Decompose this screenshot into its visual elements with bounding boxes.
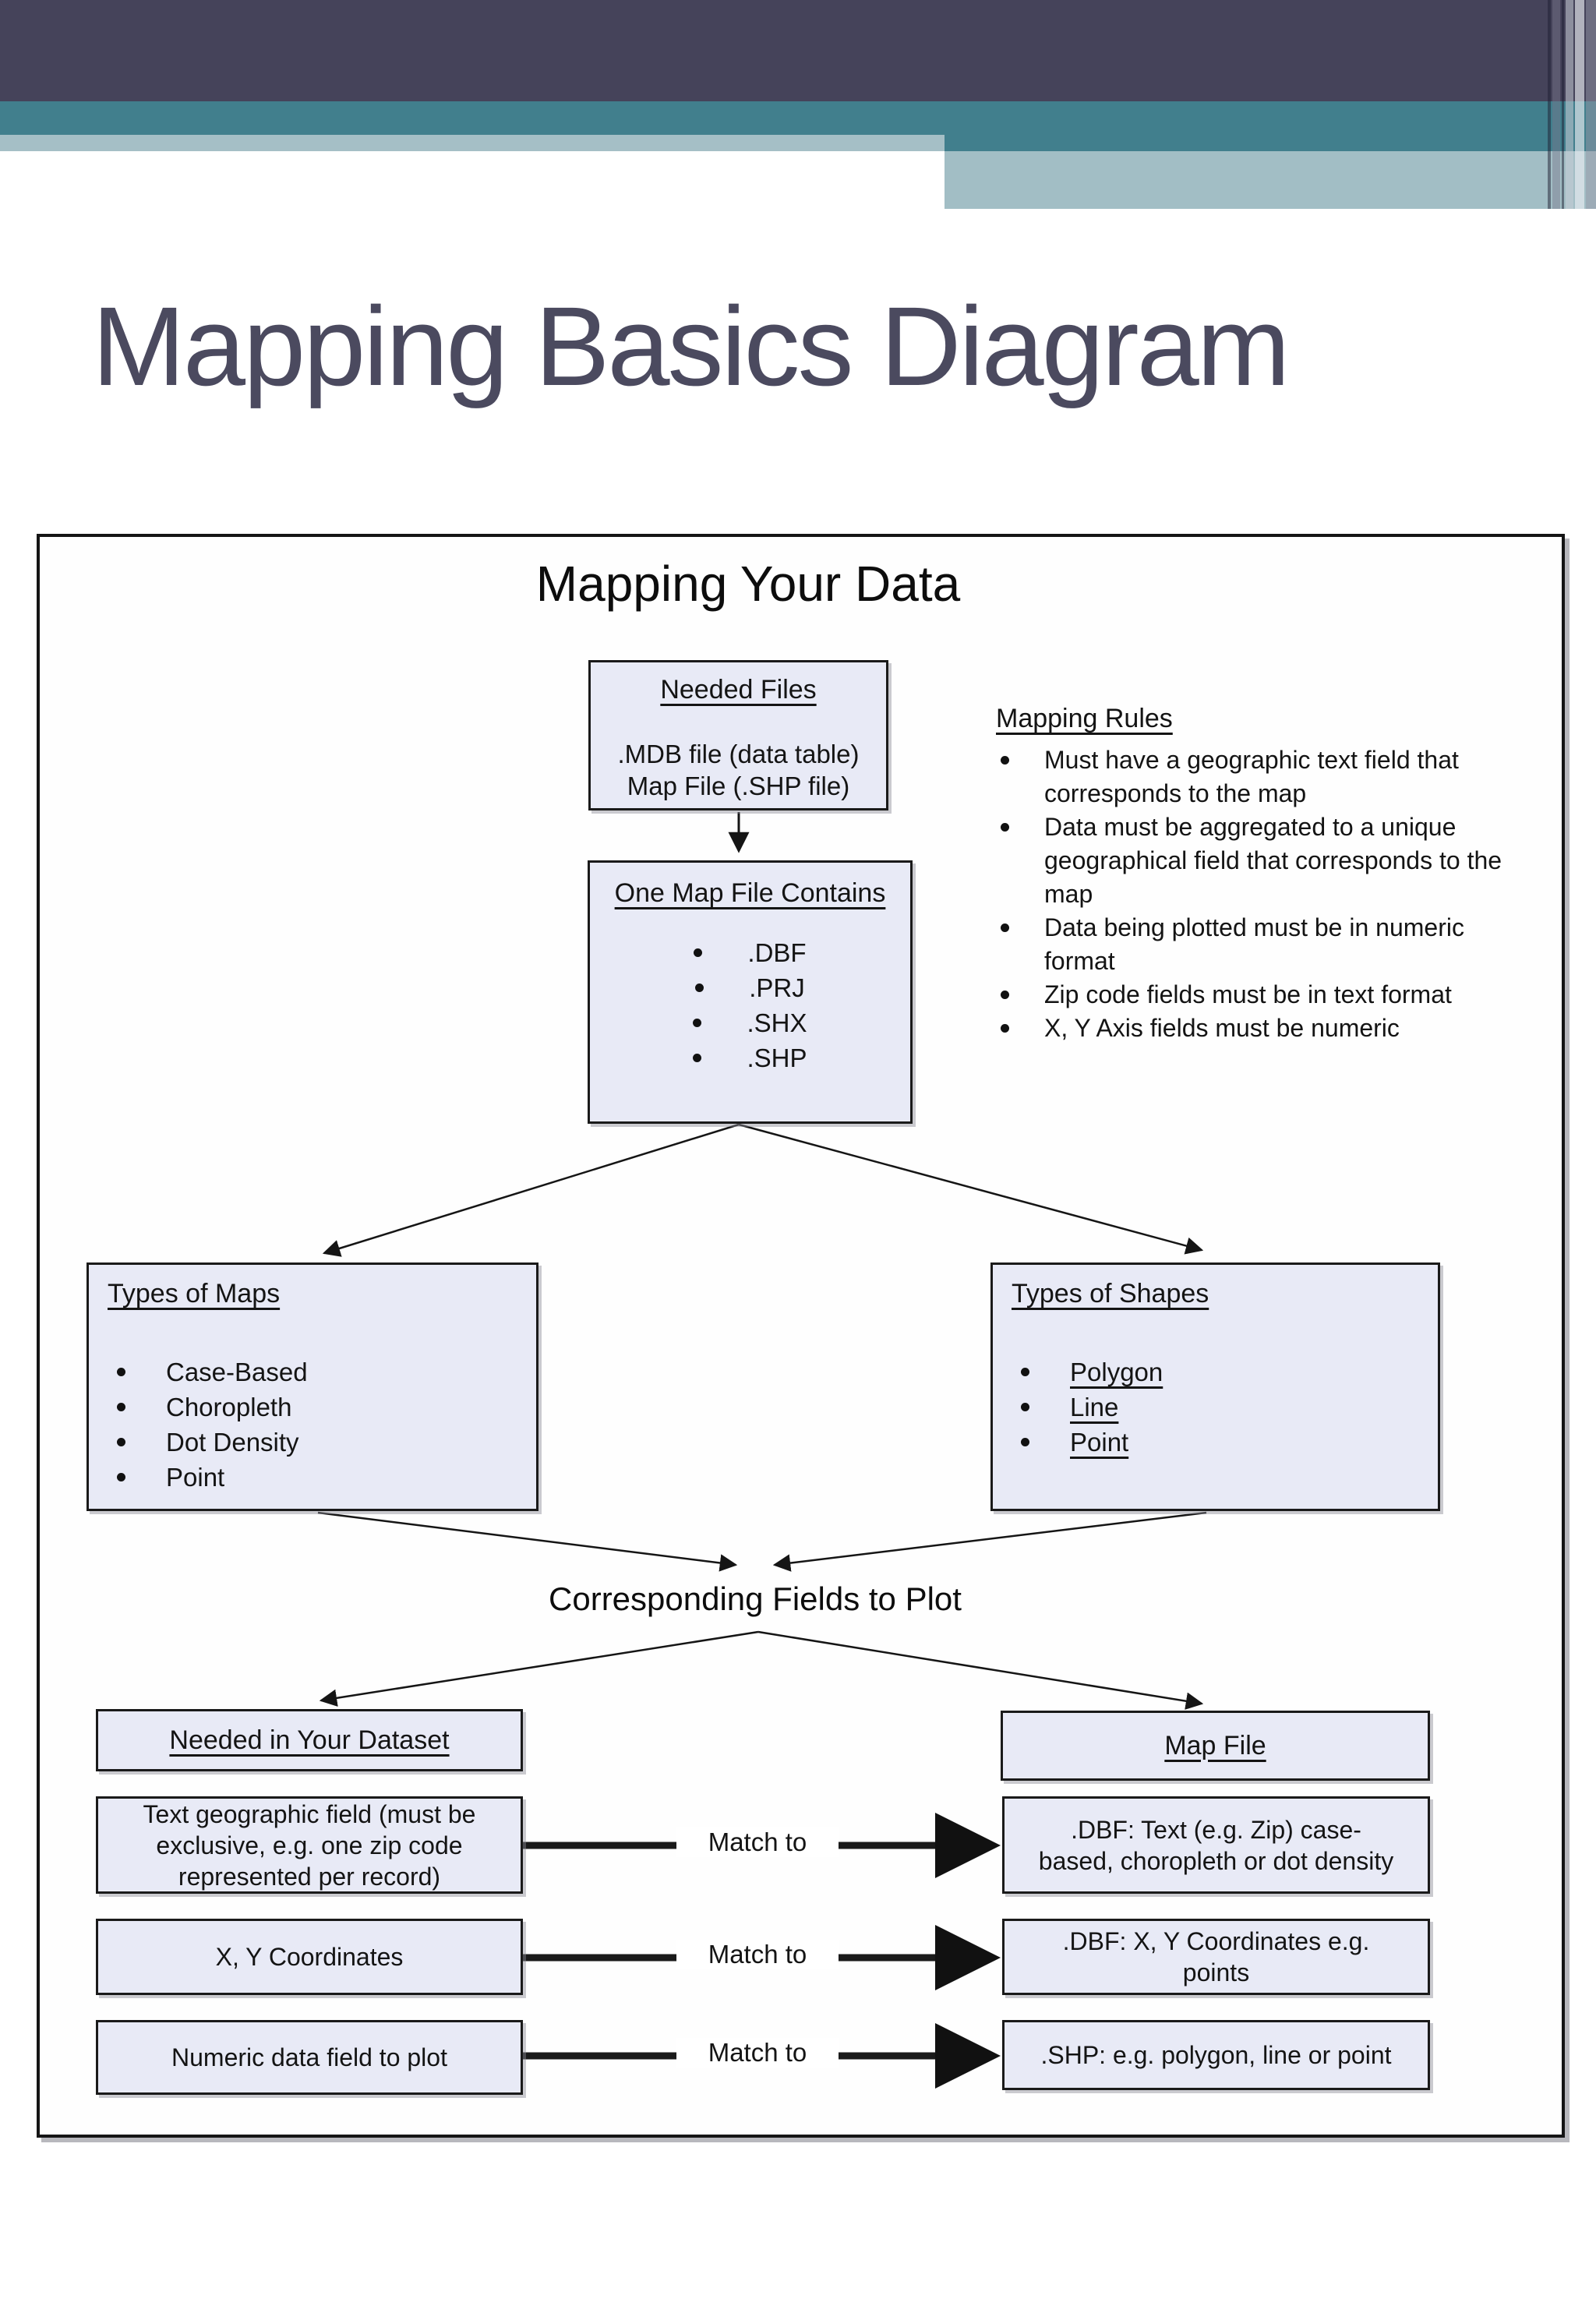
one-map-file-list: .DBF .PRJ .SHX .SHP [693, 935, 807, 1075]
types-of-maps-box: Types of Maps Case-Based Choropleth Dot … [87, 1262, 538, 1511]
list-item: Choropleth [108, 1390, 536, 1425]
list-item: Line [1012, 1390, 1438, 1425]
list-item-label: .DBF [747, 938, 807, 967]
list-item: Polygon [1012, 1354, 1438, 1390]
types-of-maps-list: Case-Based Choropleth Dot Density Point [108, 1354, 536, 1495]
bullet-icon [693, 1019, 702, 1027]
mapfile-header-label: Map File [1164, 1730, 1266, 1760]
list-item: .SHP [693, 1040, 807, 1075]
match-to-label: Match to [676, 2038, 839, 2068]
list-item-label: .PRJ [749, 973, 805, 1002]
rule-text: Data must be aggregated to a unique geog… [1044, 813, 1502, 908]
corner-stripe [1586, 0, 1596, 209]
header-band-light-right [945, 151, 1596, 209]
dataset-header-box: Needed in Your Dataset [96, 1709, 523, 1771]
rule-text: Zip code fields must be in text format [1044, 980, 1452, 1008]
needed-files-text: .MDB file (data table) Map File (.SHP fi… [617, 740, 860, 800]
mapping-rules-heading: Mapping Rules [996, 704, 1173, 733]
corner-stripe [1566, 0, 1573, 209]
header-band-light-left [0, 135, 945, 151]
bullet-icon [1021, 1403, 1029, 1411]
bullet-icon [117, 1403, 125, 1411]
corresponding-fields-label: Corresponding Fields to Plot [549, 1580, 962, 1617]
bullet-icon [695, 983, 704, 992]
header-band-dark [0, 0, 1596, 101]
bullet-icon [1001, 823, 1009, 832]
bullet-icon [1001, 991, 1009, 999]
diagram-title: Mapping Your Data [535, 556, 961, 612]
bullet-icon [117, 1368, 125, 1376]
bullet-icon [693, 1054, 702, 1062]
one-map-file-heading: One Map File Contains [614, 878, 886, 908]
match-to-label: Match to [676, 1827, 839, 1857]
dataset-header-label: Needed in Your Dataset [169, 1725, 450, 1755]
list-item-label: Point [166, 1463, 225, 1492]
corner-stripe [1575, 0, 1584, 209]
dataset-row-3: Numeric data field to plot [96, 2020, 523, 2095]
list-item-label: Case-Based [166, 1358, 308, 1386]
mapfile-row-1: .DBF: Text (e.g. Zip) case- based, choro… [1002, 1796, 1430, 1894]
bullet-icon [1021, 1438, 1029, 1446]
rule-text: Must have a geographic text field that c… [1044, 746, 1459, 807]
rule-text: Data being plotted must be in numeric fo… [1044, 913, 1464, 975]
dataset-row-1: Text geographic field (must be exclusive… [96, 1796, 523, 1894]
list-item: Zip code fields must be in text format [996, 978, 1560, 1012]
types-of-shapes-box: Types of Shapes Polygon Line Point [990, 1262, 1440, 1511]
bullet-icon [1001, 923, 1009, 932]
list-item-label: Choropleth [166, 1393, 292, 1421]
mapfile-row-3: .SHP: e.g. polygon, line or point [1002, 2020, 1430, 2090]
dataset-row-2: X, Y Coordinates [96, 1919, 523, 1995]
bullet-icon [694, 948, 703, 957]
one-map-file-box: One Map File Contains .DBF .PRJ .SHX .SH… [588, 860, 913, 1124]
types-of-shapes-list: Polygon Line Point [1012, 1354, 1438, 1460]
list-item-label: Line [1070, 1393, 1119, 1421]
list-item: Point [108, 1460, 536, 1495]
list-item-label: .SHP [747, 1044, 807, 1072]
mapping-rules-block: Mapping Rules Must have a geographic tex… [996, 704, 1560, 1045]
corner-stripe [1552, 0, 1560, 209]
needed-files-heading: Needed Files [660, 675, 817, 705]
bullet-icon [1021, 1368, 1029, 1376]
mapfile-row-2: .DBF: X, Y Coordinates e.g. points [1002, 1919, 1430, 1995]
list-item: Must have a geographic text field that c… [996, 743, 1560, 810]
mapping-rules-list: Must have a geographic text field that c… [996, 743, 1560, 1045]
slide-title: Mapping Basics Diagram [92, 284, 1291, 409]
bullet-icon [117, 1438, 125, 1446]
list-item: Data being plotted must be in numeric fo… [996, 911, 1560, 978]
list-item: .PRJ [693, 970, 807, 1005]
match-to-label: Match to [676, 1940, 839, 1969]
list-item: Dot Density [108, 1425, 536, 1460]
bullet-icon [117, 1473, 125, 1481]
needed-files-box: Needed Files .MDB file (data table) Map … [588, 660, 888, 810]
corner-stripe [1548, 0, 1551, 209]
list-item: .DBF [693, 935, 807, 970]
bullet-icon [1001, 756, 1009, 765]
list-item-label: Point [1070, 1428, 1129, 1457]
list-item: Data must be aggregated to a unique geog… [996, 810, 1560, 911]
mapfile-header-box: Map File [1001, 1711, 1430, 1781]
bullet-icon [1001, 1024, 1009, 1033]
list-item-label: Polygon [1070, 1358, 1163, 1386]
list-item: .SHX [693, 1005, 807, 1040]
rule-text: X, Y Axis fields must be numeric [1044, 1014, 1400, 1042]
types-of-maps-heading: Types of Maps [108, 1279, 281, 1308]
corner-stripe [1562, 0, 1564, 209]
list-item-label: .SHX [747, 1008, 807, 1037]
list-item: Point [1012, 1425, 1438, 1460]
types-of-shapes-heading: Types of Shapes [1012, 1279, 1209, 1308]
list-item: Case-Based [108, 1354, 536, 1390]
list-item: X, Y Axis fields must be numeric [996, 1012, 1560, 1045]
list-item-label: Dot Density [166, 1428, 299, 1457]
